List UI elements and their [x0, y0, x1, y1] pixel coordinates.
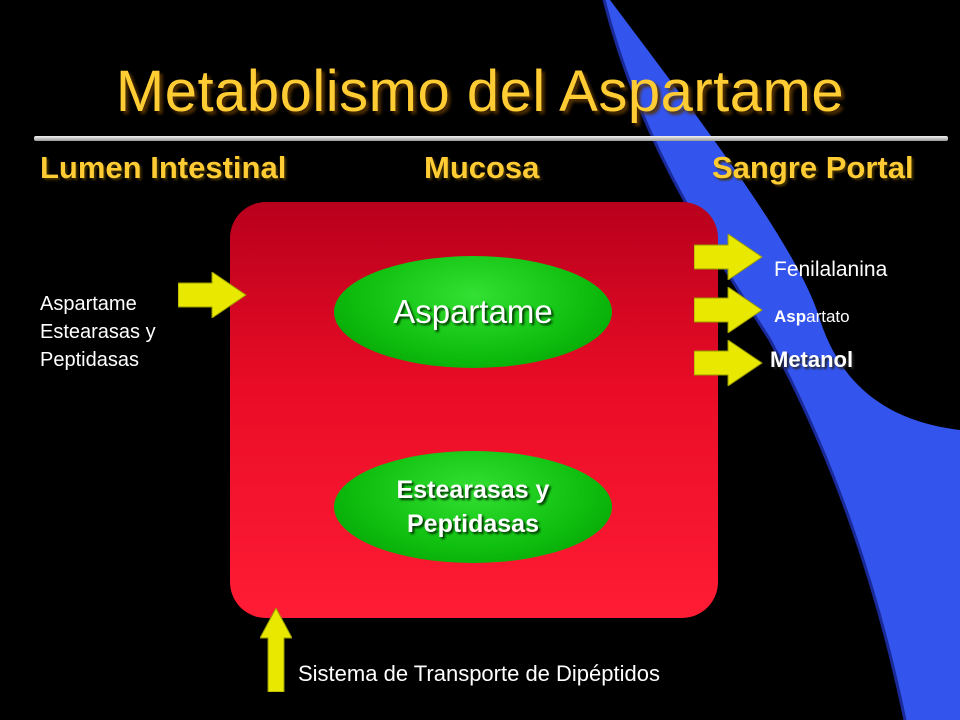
lumen-input-line1: Aspartame	[40, 293, 137, 315]
product-aspartato-bold: Asp	[774, 307, 807, 326]
lumen-input-line2: Estearasas y	[40, 321, 156, 343]
title-divider	[34, 136, 948, 141]
column-heading-blood: Sangre Portal	[712, 150, 914, 185]
output-arrow-3-icon	[694, 340, 763, 386]
enzymes-oval: Estearasas y Peptidasas	[334, 451, 612, 563]
aspartame-oval: Aspartame	[334, 256, 612, 368]
product-aspartato: Aspartato	[774, 303, 850, 331]
column-heading-mucosa: Mucosa	[424, 150, 540, 185]
output-arrow-2-icon	[694, 287, 763, 333]
product-aspartato-rest: artato	[806, 307, 850, 326]
product-fenilalanina: Fenilalanina	[774, 258, 888, 281]
product-metanol: Metanol	[770, 347, 854, 372]
lumen-input-line3: Peptidasas	[40, 349, 139, 371]
lumen-input-text: Aspartame Estearasas y Peptidasas	[40, 290, 156, 374]
column-heading-lumen: Lumen Intestinal	[40, 150, 287, 185]
aspartame-oval-label: Aspartame	[393, 293, 553, 330]
input-arrow-icon	[178, 272, 247, 318]
enzymes-oval-line2: Peptidasas	[406, 510, 539, 538]
slide-title: Metabolismo del Aspartame	[115, 59, 845, 124]
output-arrow-1-icon	[694, 234, 763, 280]
enzymes-oval-line1: Estearasas y	[396, 476, 550, 504]
transport-up-arrow-icon	[260, 608, 292, 692]
transport-label: Sistema de Transporte de Dipéptidos	[298, 661, 660, 686]
